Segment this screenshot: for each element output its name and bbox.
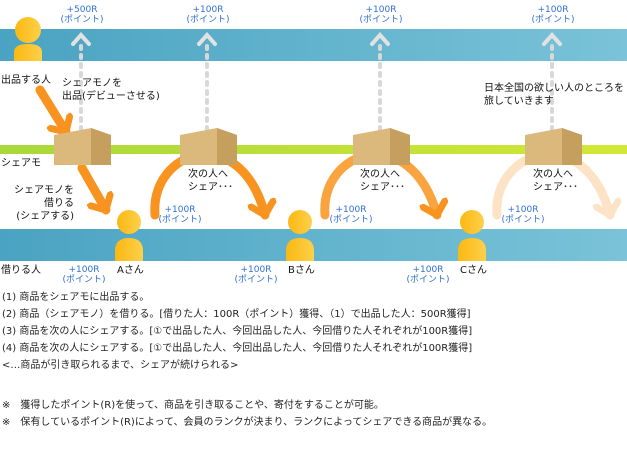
- step-item: (4) 商品を次の人にシェアする。[①で出品した人、今回出品した人、今回借りた人…: [2, 343, 473, 354]
- next-share-annotation: 次の人へ シェア･･･: [188, 169, 233, 193]
- lister-band: [0, 29, 627, 61]
- top-points-label: +500R(ポイント): [60, 5, 104, 25]
- step-item: (3) 商品を次の人にシェアする。[①で出品した人、今回出品した人、今回借りた人…: [2, 326, 473, 337]
- diagram-graphics: [14, 17, 627, 261]
- mid-points-label: +100R(ポイント): [158, 205, 202, 225]
- step-item: (1) 商品をシェアモに出品する。: [2, 292, 150, 303]
- bottom-points-label: +100R(ポイント): [62, 265, 106, 285]
- top-points-label: +100R(ポイント): [531, 5, 575, 25]
- item-box-icon: [180, 128, 237, 165]
- person-b-icon: [286, 210, 314, 261]
- item-box-icon: [54, 128, 111, 165]
- person-b-name: Bさん: [288, 265, 315, 276]
- item-box-icon: [353, 128, 410, 165]
- bottom-points-label: +100R(ポイント): [234, 265, 278, 285]
- steps-list: (1) 商品をシェアモに出品する。 (2) 商品（シェアモノ）を借りる。[借りた…: [2, 289, 472, 374]
- person-a-icon: [115, 210, 143, 261]
- note-item: ※ 保有しているポイント(R)によって、会員のランクが決まり、ランクによってシェ…: [2, 417, 493, 428]
- step-item: (2) 商品（シェアモノ）を借りる。[借りた人：100R（ポイント）獲得、（1）…: [2, 309, 471, 320]
- person-a-name: Aさん: [117, 265, 144, 276]
- borrow-item-annotation: シェアモノを 借りる (シェアする): [14, 185, 74, 222]
- next-share-annotation: 次の人へ シェア･･･: [360, 169, 405, 193]
- point-up-arrow: [370, 31, 390, 132]
- note-item: ※ 獲得したポイント(R)を使って、商品を引き取ることや、寄付をすることが可能。: [2, 400, 384, 411]
- travel-annotation: 日本全国の欲しい人のところを 旅していきます: [484, 83, 624, 107]
- person-c-name: Cさん: [460, 265, 487, 276]
- bottom-points-label: +100R(ポイント): [406, 265, 450, 285]
- list-arrow: [35, 85, 66, 137]
- next-share-annotation: 次の人へ シェア･･･: [533, 169, 578, 193]
- item-box-icon: [525, 128, 582, 165]
- sharemo-line: [0, 145, 627, 154]
- point-up-arrow: [71, 31, 91, 132]
- list-item-annotation: シェアモノを 出品(デビューさせる): [62, 78, 160, 102]
- top-points-label: +100R(ポイント): [186, 5, 230, 25]
- sharemo-label: シェアモ: [1, 158, 41, 169]
- step-item: <…商品が引き取られるまで、シェアが続けられる>: [2, 360, 239, 371]
- notes-list: ※ 獲得したポイント(R)を使って、商品を引き取ることや、寄付をすることが可能。…: [2, 397, 492, 431]
- top-points-label: +100R(ポイント): [359, 5, 403, 25]
- mid-points-label: +100R(ポイント): [329, 205, 373, 225]
- lister-person-icon: [14, 17, 42, 61]
- point-up-arrow: [197, 31, 217, 132]
- borrower-label: 借りる人: [1, 265, 41, 276]
- borrow-arrow: [77, 163, 106, 215]
- point-up-arrow: [542, 31, 562, 132]
- person-c-icon: [458, 210, 486, 261]
- lister-label: 出品する人: [1, 75, 51, 86]
- mid-points-label: +100R(ポイント): [501, 205, 545, 225]
